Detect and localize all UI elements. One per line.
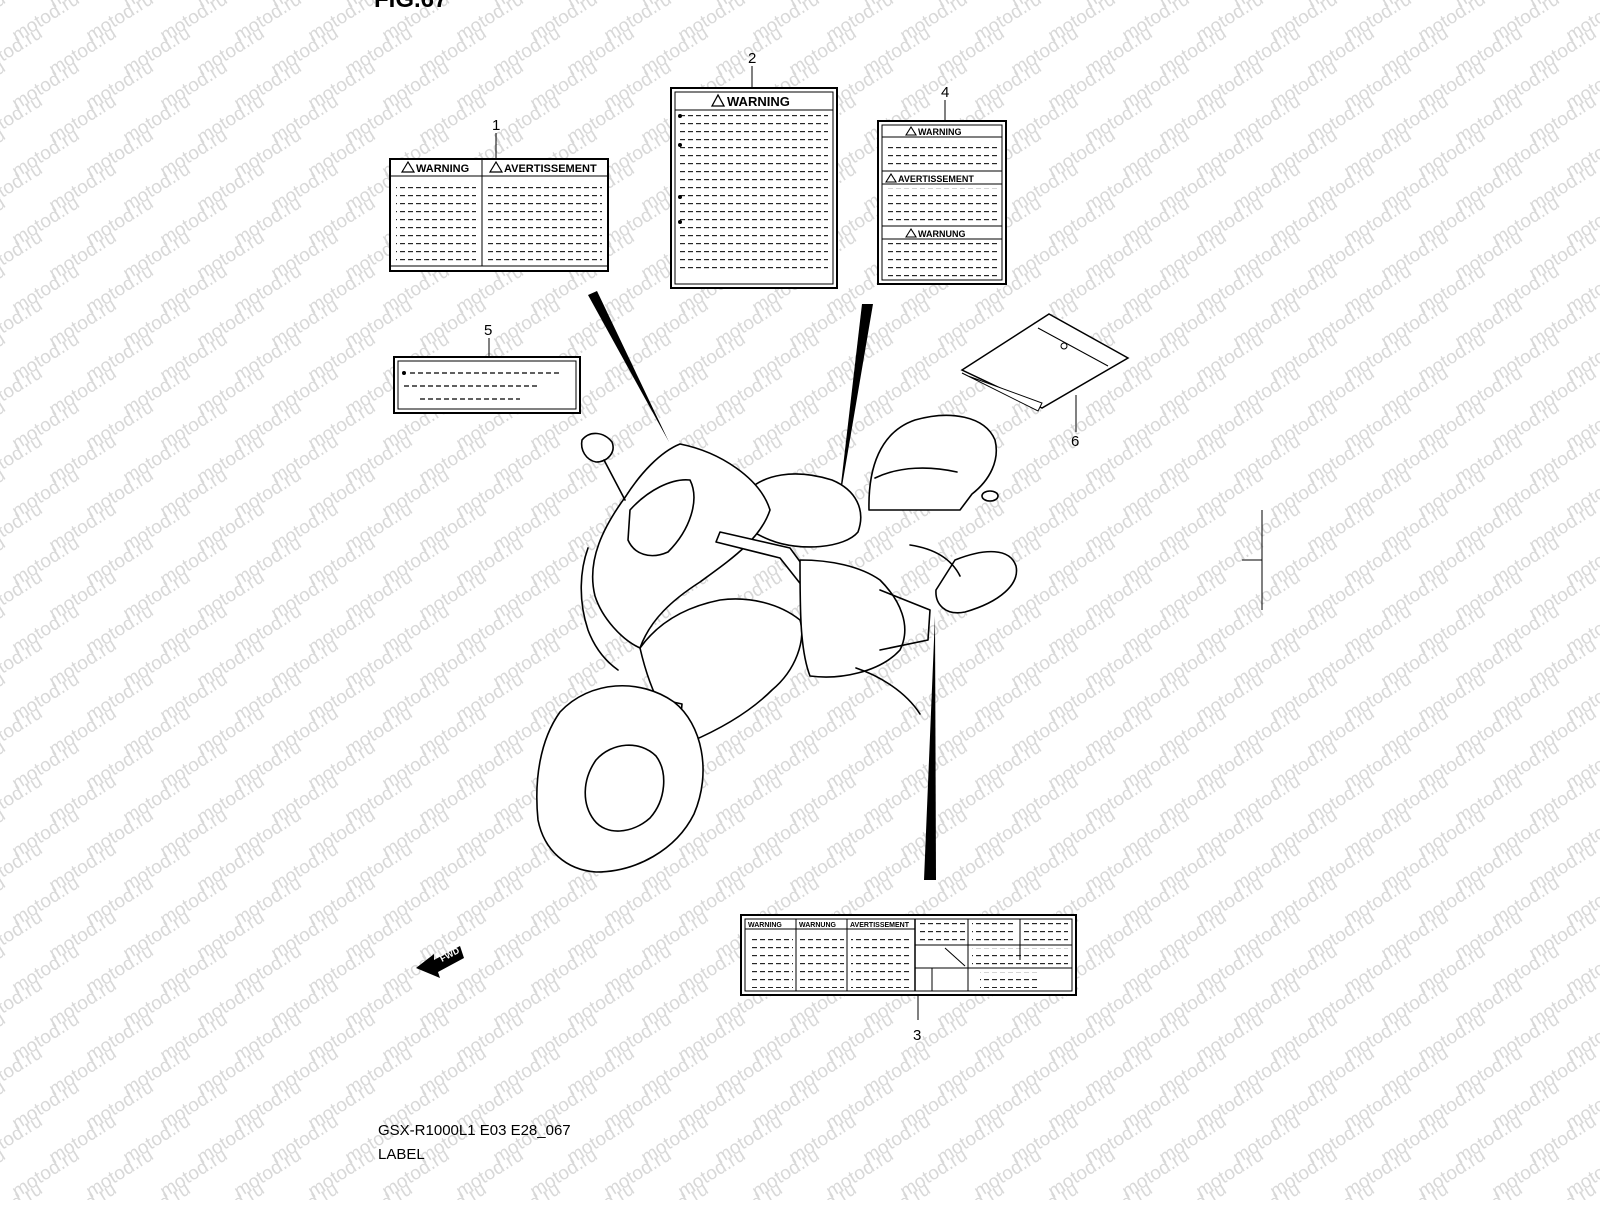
watermark-text: motod.ru [1526,1179,1600,1200]
watermark-text: motod.ru [490,1179,565,1200]
callout-numbers: 1 2 3 4 5 6 [484,50,1079,1044]
warning-triangle-icon [710,93,726,107]
callout-2[interactable]: 2 [748,50,756,67]
callout-4[interactable]: 4 [941,84,949,101]
label-6[interactable] [960,313,1130,412]
label-3-sec-b: WARNUNG [799,922,836,929]
label-3[interactable]: WARNING WARNUNG AVERTISSEMENT [740,914,1077,996]
label-4-sec-b: AVERTISSEMENT [898,174,974,184]
label-2-title: WARNING [727,94,790,109]
warning-triangle-icon [905,125,917,136]
label-1-right-title: AVERTISSEMENT [504,163,597,175]
watermark-text: motod.ru [342,1179,417,1200]
label-3-sec-c: AVERTISSEMENT [850,922,910,929]
watermark-text: motod.ru [934,1179,1009,1200]
watermark-text: motod.ru [712,1179,787,1200]
watermark-text: motod.ru [120,1179,195,1200]
callout-lines [488,66,1077,1020]
watermark-text: motod.ru [46,1179,121,1200]
watermark-text: motod.ru [1378,1179,1453,1200]
watermark-text: motod.ru [1304,1179,1379,1200]
label-1[interactable]: WARNING AVERTISSEMENT [389,158,609,272]
label-1-left-title: WARNING [416,163,469,175]
watermark-text: motod.ru [1008,1179,1083,1200]
callout-6[interactable]: 6 [1071,433,1079,450]
leader-pointers [588,291,936,880]
watermark-text: motod.ru [268,1179,343,1200]
warning-triangle-icon [885,172,897,183]
figure-code: GSX-R1000L1 E03 E28_067 [378,1122,571,1139]
figure-name: LABEL [378,1146,425,1163]
watermark-text: motod.ru [1082,1179,1157,1200]
callout-3[interactable]: 3 [913,1027,921,1044]
motorcycle-illustration [536,414,1018,873]
watermark-text: motod.ru [194,1179,269,1200]
watermark-text: motod.ru [564,1179,639,1200]
watermark-text: motod.ru [786,1179,861,1200]
watermark-text: motod.ru [860,1179,935,1200]
watermark-text: motod.ru [416,1179,491,1200]
callout-5[interactable]: 5 [484,322,492,339]
label-2[interactable]: WARNING [670,87,838,289]
label-4[interactable]: WARNING AVERTISSEMENT WARNUNG [877,120,1007,285]
watermark-text: motod.ru [638,1179,713,1200]
watermark-text: motod.ru [1230,1179,1305,1200]
margin-tick [1242,510,1263,610]
watermark-text: motod.ru [1452,1179,1527,1200]
warning-triangle-icon [488,160,504,173]
label-4-sec-a: WARNING [918,127,962,137]
label-3-sec-a: WARNING [748,922,782,929]
warning-triangle-icon [400,160,416,173]
figure-title: FIG.67 [374,0,447,14]
callout-1[interactable]: 1 [492,117,500,134]
label-5[interactable] [393,356,581,414]
label-4-sec-c: WARNUNG [918,229,966,239]
warning-triangle-icon [905,227,917,238]
watermark-text: motod.ru [1156,1179,1231,1200]
